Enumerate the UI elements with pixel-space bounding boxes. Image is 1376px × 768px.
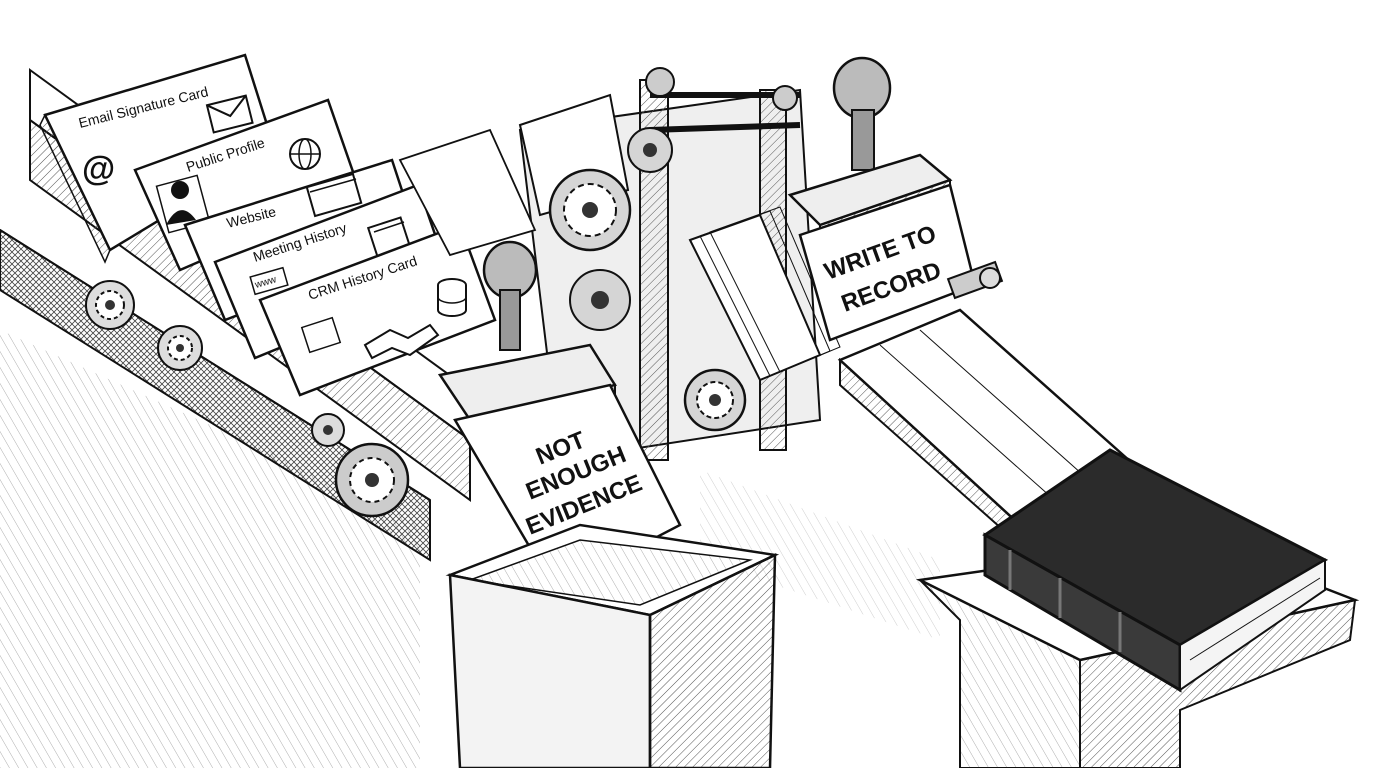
- conveyor-gear-middle: [157, 325, 203, 371]
- globe-icon: [289, 138, 321, 170]
- machine-gear-lower: [569, 269, 631, 331]
- handshake-icon: [363, 323, 440, 360]
- machine-gear-mid: [627, 127, 673, 173]
- database-icon: [437, 278, 467, 317]
- floor-shadow: [0, 330, 940, 768]
- machine-side-arm: [946, 260, 1004, 300]
- envelope-icon: [205, 94, 254, 134]
- at-sign-icon: @: [82, 150, 115, 188]
- record-ledger-book: [915, 448, 1360, 768]
- browser-window-icon: [305, 172, 363, 218]
- conveyor-gear-left: [85, 280, 135, 330]
- reject-bin: [445, 523, 780, 768]
- conveyor-gear-small: [311, 413, 345, 447]
- person-silhouette-icon: [155, 174, 211, 234]
- machine-gear-bottom: [683, 368, 747, 432]
- www-badge-icon: www: [249, 266, 289, 296]
- card-email-signature: Email Signature Card @: [39, 53, 277, 264]
- machine-gear-large: [548, 168, 632, 252]
- output-chute: [837, 308, 1143, 548]
- calendar-handshake-icon: [300, 316, 342, 354]
- accepted-card-stack: [688, 206, 841, 382]
- conveyor-gear-front: [334, 442, 410, 518]
